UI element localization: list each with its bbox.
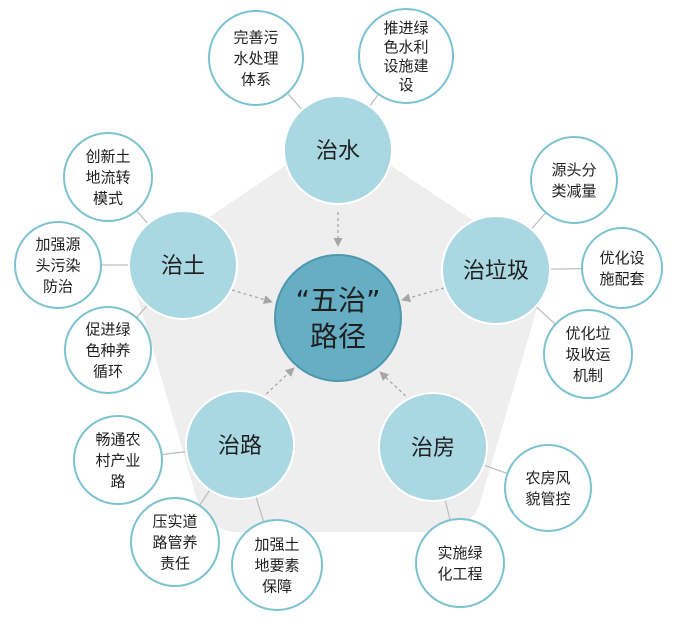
leaf-label-garbage-line: 源头分 [551, 161, 596, 179]
branch-circle-soil [128, 210, 238, 320]
leaf-label-road: 压实道路管养责任 [152, 512, 197, 572]
leaf-label-garbage-line: 优化垃 [565, 324, 610, 342]
leaf-label-soil-line: 色种养 [85, 341, 130, 359]
leaf-label-house-line: 貌管控 [525, 490, 570, 508]
leaf-label-water-line: 完善污 [233, 28, 278, 46]
branch-label-house: 治房 [411, 436, 455, 461]
branch-label-road: 治路 [218, 434, 262, 459]
leaf-label-garbage-line: 施配套 [599, 270, 644, 288]
leaf-circle-house [504, 444, 592, 532]
leaf-label-soil-line: 促进绿 [85, 320, 130, 338]
flow-arrow-house [379, 371, 411, 401]
leaf-label-road-line: 路管养 [152, 533, 197, 551]
leaf-circle-garbage [581, 227, 663, 309]
flow-arrow-soil [231, 289, 273, 305]
leaf-label-garbage-line: 圾收运 [565, 345, 610, 363]
leaf-label-road-line: 地要素 [254, 556, 299, 574]
center-label: “五治”路径 [295, 284, 380, 353]
leaf-label-soil-line: 加强源 [35, 235, 80, 253]
leaf-label-garbage: 源头分类减量 [551, 161, 596, 200]
branch-label-soil: 治土 [161, 254, 205, 279]
leaf-label-road-line: 责任 [160, 554, 190, 572]
leaf-label-soil: 加强源头污染防治 [35, 235, 80, 295]
leaf-label-garbage-line: 优化设 [599, 249, 644, 267]
branch-circle-house [378, 392, 488, 502]
leaf-label-garbage-line: 类减量 [551, 182, 596, 200]
leaf-label-soil: 创新土地流转模式 [85, 147, 130, 207]
leaf-label-house-line: 农房风 [525, 469, 570, 487]
leaf-label-road: 加强土地要素保障 [254, 535, 299, 595]
center-circle [274, 254, 402, 382]
leaf-label-soil: 促进绿色种养循环 [85, 320, 130, 380]
leaf-label-garbage-line: 机制 [573, 366, 603, 384]
leaf-label-house-line: 化工程 [437, 565, 482, 583]
leaf-circle-water [208, 10, 304, 106]
center-label-line: “五治” [295, 284, 380, 317]
leaf-label-house: 实施绿化工程 [437, 544, 482, 583]
leaf-circle-soil [63, 132, 153, 222]
branch-label-garbage: 治垃圾 [463, 259, 529, 284]
leaf-circle-soil [64, 306, 152, 394]
leaf-label-water-line: 推进绿 [383, 19, 428, 37]
leaf-label-road-line: 路 [110, 472, 125, 490]
leaf-label-road-line: 压实道 [152, 512, 197, 530]
leaf-label-soil-line: 模式 [93, 189, 123, 207]
branch-circle-water [283, 95, 393, 205]
leaf-label-garbage: 优化设施配套 [599, 249, 644, 288]
leaf-label-water-line: 设施建 [383, 57, 428, 75]
flow-arrow-garbage [401, 287, 445, 303]
flow-arrow-road [261, 367, 295, 399]
leaf-label-soil-line: 循环 [93, 362, 123, 380]
leaf-circle-soil [14, 221, 102, 309]
leaf-label-house-line: 实施绿 [437, 544, 482, 562]
leaf-label-soil-line: 创新土 [85, 147, 130, 165]
leaf-label-water-line: 色水利 [383, 38, 428, 56]
leaf-label-road-line: 加强土 [254, 535, 299, 553]
branch-label-water: 治水 [316, 139, 360, 164]
leaf-label-road: 畅通农村产业路 [95, 430, 140, 490]
branch-circle-road [185, 390, 295, 500]
leaf-label-garbage: 优化垃圾收运机制 [565, 324, 610, 384]
leaf-label-water-line: 设 [398, 76, 413, 94]
leaf-label-water: 完善污水处理体系 [233, 28, 278, 88]
center-label-line: 路径 [310, 320, 366, 353]
leaf-circle-house [415, 518, 505, 608]
leaf-label-soil-line: 地流转 [85, 168, 130, 186]
leaf-label-road-line: 畅通农 [95, 430, 140, 448]
leaf-circle-road [130, 497, 220, 587]
leaf-circle-road [73, 415, 163, 505]
leaf-label-water-line: 体系 [241, 70, 271, 88]
leaf-label-road-line: 保障 [262, 577, 292, 595]
leaf-label-soil-line: 头污染 [35, 256, 80, 274]
branch-circle-garbage [441, 215, 551, 325]
leaf-circle-garbage [543, 309, 633, 399]
leaf-circle-garbage [530, 136, 618, 224]
leaf-label-water-line: 水处理 [233, 49, 278, 67]
leaf-label-soil-line: 防治 [43, 277, 73, 295]
leaf-label-house: 农房风貌管控 [525, 469, 570, 508]
leaf-label-water: 推进绿色水利设施建设 [383, 19, 428, 94]
leaf-circle-road [231, 519, 323, 611]
leaf-circle-water [358, 8, 454, 104]
leaf-label-road-line: 村产业 [95, 451, 140, 469]
